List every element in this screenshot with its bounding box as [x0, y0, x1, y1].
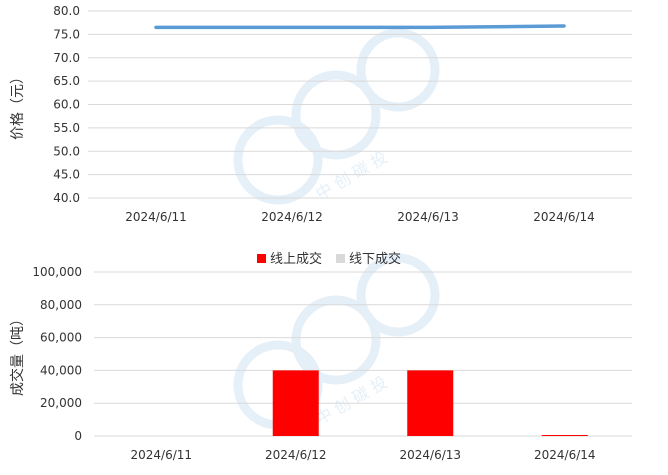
price-line-chart: 80.0 75.0 70.0 65.0 60.0 55.0 50.0 45.0 40.0 202… — [10, 4, 632, 224]
x-tick-label: 2024/6/12 — [265, 448, 327, 462]
watermark-top: 中 创 碳 投 — [233, 28, 440, 205]
y-tick-label: 20,000 — [40, 396, 82, 410]
y-tick-label: 75.0 — [53, 27, 80, 41]
x-tick-label: 2024/6/14 — [533, 210, 595, 224]
x-tick-label: 2024/6/13 — [399, 448, 461, 462]
legend-swatch-offline — [336, 254, 345, 263]
y-tick-label: 45.0 — [53, 168, 80, 182]
x-tick-label: 2024/6/11 — [125, 210, 187, 224]
bar — [272, 370, 319, 436]
legend-label-online: 线上成交 — [270, 251, 322, 267]
y-tick-label: 70.0 — [53, 51, 80, 65]
volume-bar-chart: 线上成交 线下成交 100,000 80,000 60,000 40,000 20,00… — [9, 251, 632, 462]
x-tick-label: 2024/6/12 — [261, 210, 323, 224]
volume-y-axis-label: 成交量（吨） — [9, 312, 26, 396]
y-tick-label: 80.0 — [53, 4, 80, 18]
legend-label-offline: 线下成交 — [349, 251, 401, 267]
y-tick-label: 60,000 — [40, 331, 82, 345]
y-tick-label: 55.0 — [53, 121, 80, 135]
y-tick-label: 65.0 — [53, 74, 80, 88]
price-x-tick-labels: 2024/6/11 2024/6/12 2024/6/13 2024/6/14 — [125, 210, 595, 224]
y-tick-label: 40.0 — [53, 191, 80, 205]
y-tick-label: 60.0 — [53, 98, 80, 112]
legend-swatch-online — [257, 254, 266, 263]
price-gridlines — [88, 10, 632, 199]
y-tick-label: 50.0 — [53, 144, 80, 158]
y-tick-label: 80,000 — [40, 298, 82, 312]
y-tick-label: 0 — [74, 429, 82, 443]
bar — [407, 370, 454, 436]
watermark-logo: 中 创 碳 投 中 创 碳 投 — [233, 28, 440, 430]
bar — [541, 435, 588, 436]
x-tick-label: 2024/6/14 — [534, 448, 596, 462]
x-tick-label: 2024/6/13 — [397, 210, 459, 224]
price-y-axis-label: 价格（元） — [10, 70, 26, 140]
price-series-line — [154, 24, 566, 30]
y-tick-label: 40,000 — [40, 363, 82, 377]
price-y-tick-labels: 80.0 75.0 70.0 65.0 60.0 55.0 50.0 45.0 40.0 — [53, 4, 80, 205]
x-tick-label: 2024/6/11 — [130, 448, 192, 462]
volume-x-tick-labels: 2024/6/11 2024/6/12 2024/6/13 2024/6/14 — [130, 448, 595, 462]
y-tick-label: 100,000 — [32, 265, 82, 279]
volume-bars — [272, 370, 588, 436]
volume-y-tick-labels: 100,000 80,000 60,000 40,000 20,000 0 — [32, 265, 82, 443]
volume-legend: 线上成交 线下成交 — [257, 251, 401, 267]
